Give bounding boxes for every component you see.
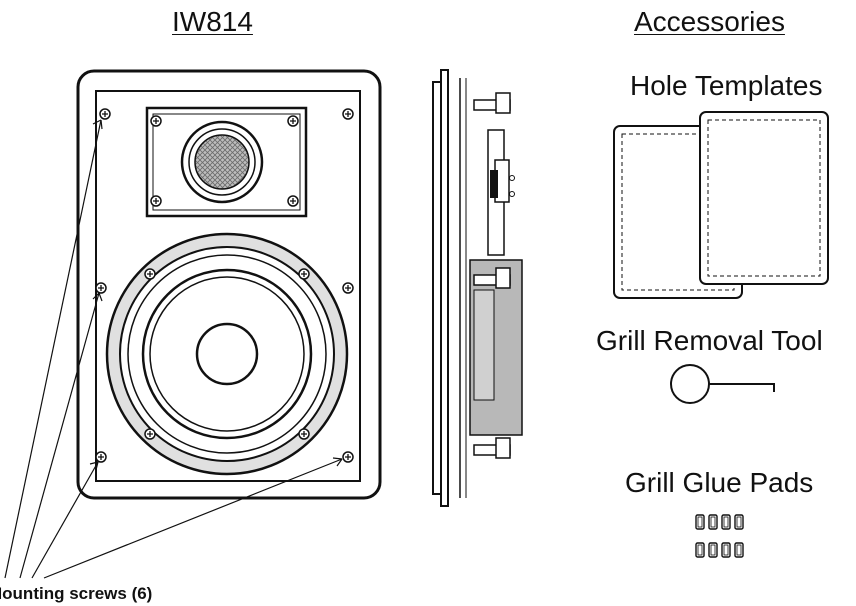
tweeter (145, 106, 308, 218)
screw-icon (342, 108, 354, 120)
speaker-side-view (432, 69, 523, 507)
woofer (105, 232, 349, 476)
grill-glue-pads-label: Grill Glue Pads (625, 467, 814, 498)
hole-templates-label: Hole Templates (630, 70, 823, 101)
glue-pads (695, 514, 744, 558)
screw-icon (342, 451, 354, 463)
glue-pad-icon (695, 514, 705, 530)
hole-templates (613, 111, 829, 299)
product-title: IW814 (172, 6, 253, 37)
screw-icon (95, 451, 107, 463)
glue-pad-icon (708, 542, 718, 558)
speaker-front-view (4, 69, 382, 579)
glue-pad-icon (708, 514, 718, 530)
grill-removal-tool-icon (670, 364, 775, 404)
screw-icon (99, 108, 111, 120)
glue-pad-icon (734, 514, 744, 530)
glue-pad-icon (721, 542, 731, 558)
screw-icon (95, 282, 107, 294)
accessories-title: Accessories (634, 6, 785, 37)
screw-icon (342, 282, 354, 294)
mounting-screws-label: Mounting screws (6) (0, 584, 153, 603)
glue-pad-icon (695, 542, 705, 558)
glue-pad-icon (734, 542, 744, 558)
grill-removal-tool-label: Grill Removal Tool (596, 325, 823, 356)
screw-leader-lines (4, 119, 343, 579)
glue-pad-icon (721, 514, 731, 530)
